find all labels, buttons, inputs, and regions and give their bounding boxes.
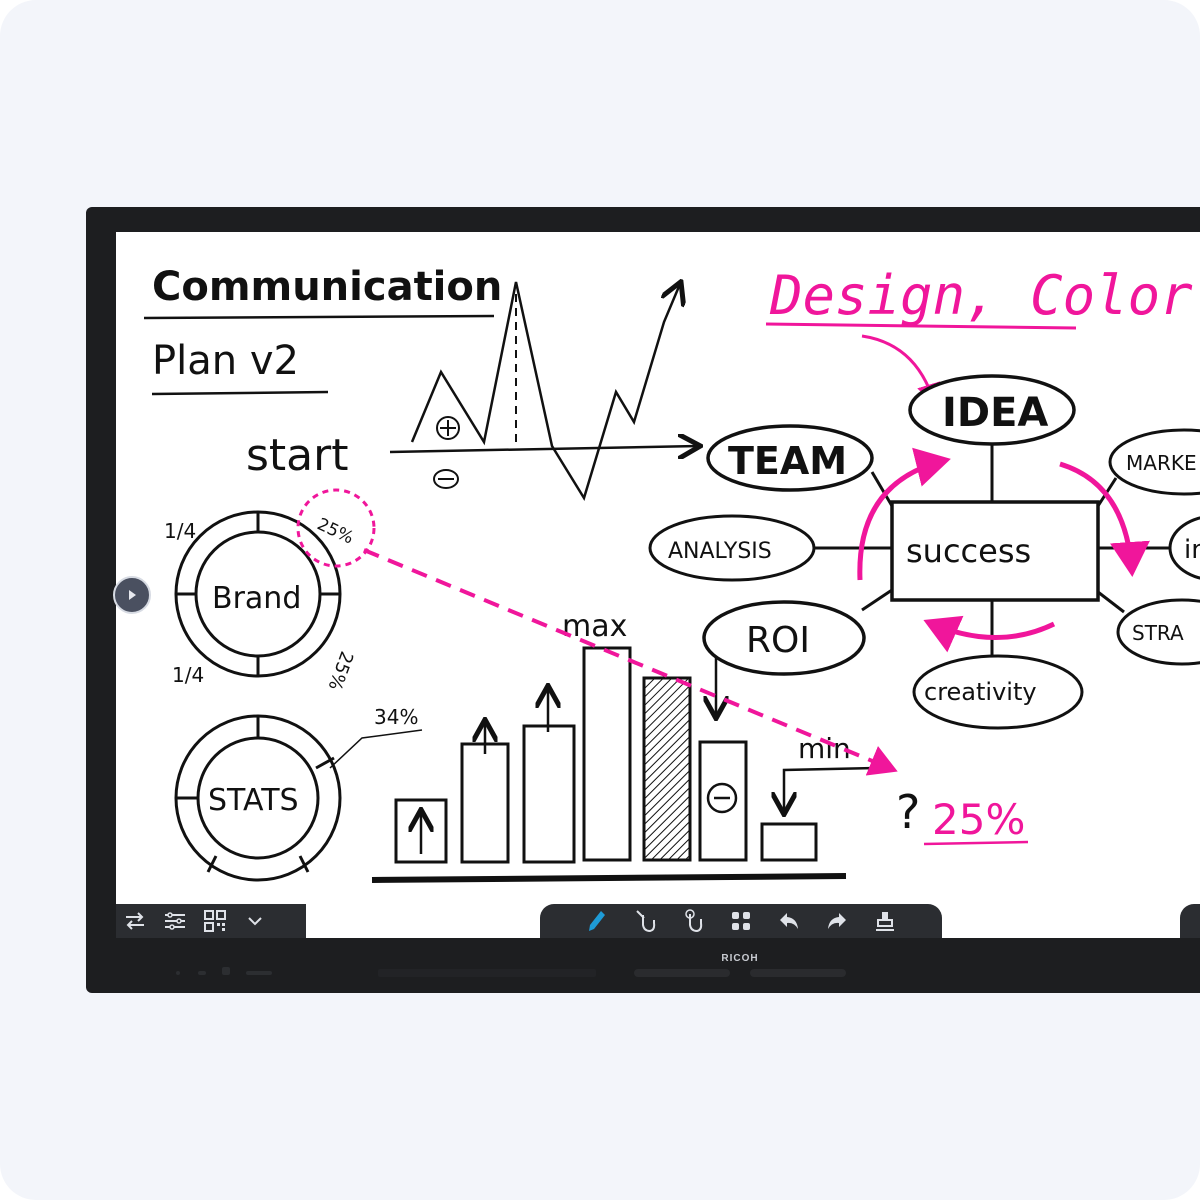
- pink-cycle-arrow-3: [923, 615, 1056, 653]
- bar-min-label: min: [798, 732, 851, 765]
- stats-seg-5: [315, 756, 335, 770]
- bar-baseline: [371, 873, 847, 883]
- pink-heading: Design, Color: [769, 264, 1193, 327]
- sliders-icon[interactable]: [164, 910, 186, 932]
- start-label: start: [246, 430, 348, 481]
- touch-hand-icon[interactable]: [682, 909, 704, 933]
- node-in-label: in: [1184, 535, 1200, 565]
- question-mark: ?: [896, 785, 920, 839]
- brand-percent-rotated: 25%: [324, 648, 357, 693]
- device-brand-logo: RICOH: [721, 953, 759, 964]
- right-toolbar: [1180, 904, 1200, 938]
- brand-fraction-top: 1/4: [164, 519, 196, 543]
- brand-percent-top: 25%: [314, 514, 357, 548]
- graph-axis: [389, 446, 698, 452]
- center-toolbar: [540, 904, 942, 938]
- title-underline-2: [151, 390, 329, 396]
- title-line-1: Communication: [152, 264, 502, 310]
- brand-label: Brand: [212, 581, 301, 616]
- pink-trend-line: [363, 548, 898, 776]
- node-in: [1168, 516, 1200, 580]
- node-stra: [1116, 598, 1200, 666]
- swap-arrows-icon[interactable]: [124, 910, 146, 932]
- link-roi: [861, 588, 893, 612]
- node-stra-label: STRA: [1132, 621, 1184, 645]
- bar-max-label: max: [562, 609, 627, 644]
- pink-heading-underline: [765, 322, 1077, 330]
- bar-7: [760, 822, 818, 862]
- node-team-label: TEAM: [728, 439, 847, 483]
- link-team: [870, 471, 894, 507]
- bar-4: [582, 646, 632, 862]
- stats-seg-3: [206, 855, 218, 873]
- redo-icon[interactable]: [826, 910, 848, 932]
- bar-7-arrow: [784, 766, 877, 812]
- undo-icon[interactable]: [778, 910, 800, 932]
- pink-percent-underline: [923, 840, 1029, 846]
- whiteboard-canvas[interactable]: Communication Plan v2 start Brand 1/4 1/…: [116, 232, 1200, 938]
- pink-dashed-circle: [296, 488, 376, 568]
- node-idea-label: IDEA: [942, 390, 1048, 436]
- bar-6-minus-circle: [706, 782, 738, 814]
- minus-circle: [433, 469, 459, 489]
- qr-code-icon[interactable]: [204, 910, 226, 932]
- node-marke: [1108, 428, 1200, 496]
- node-analysis: [648, 514, 816, 582]
- node-analysis-label: ANALYSIS: [668, 539, 772, 564]
- whiteboard-drawing: Communication Plan v2 start Brand 1/4 1/…: [143, 264, 1200, 883]
- stats-seg-4: [298, 855, 310, 873]
- graph-line: [410, 282, 680, 502]
- pink-cycle-arrow-2: [1059, 461, 1150, 577]
- select-hand-icon[interactable]: [634, 910, 656, 933]
- node-roi: [702, 600, 866, 676]
- left-toolbar: [116, 904, 306, 938]
- pen-icon[interactable]: [586, 910, 608, 932]
- chevron-down-icon[interactable]: [244, 910, 266, 932]
- brand-fraction-bottom: 1/4: [172, 663, 204, 687]
- link-stra: [1097, 590, 1125, 614]
- success-label: success: [906, 532, 1031, 570]
- bar-2: [460, 742, 510, 864]
- bar-6: [698, 740, 748, 862]
- pink-percent: 25%: [932, 795, 1025, 844]
- stats-callout-line: [329, 729, 423, 769]
- title-line-2: Plan v2: [152, 338, 299, 384]
- bar-1: [394, 798, 448, 864]
- node-roi-label: ROI: [746, 620, 810, 661]
- node-idea: [908, 374, 1076, 446]
- eraser-icon[interactable]: [874, 910, 896, 932]
- title-underline-1: [143, 314, 495, 320]
- play-icon: [129, 590, 136, 600]
- side-panel-toggle[interactable]: [113, 576, 151, 614]
- node-creativity-label: creativity: [924, 678, 1037, 706]
- pink-cycle-arrow-1: [857, 447, 951, 581]
- stats-callout: 34%: [374, 705, 418, 729]
- node-marke-label: MARKE: [1126, 451, 1197, 475]
- bar-3: [522, 724, 576, 864]
- node-team: [706, 424, 874, 492]
- bar-5-hatched: [642, 676, 692, 862]
- stats-label: STATS: [208, 783, 299, 818]
- success-box: [890, 500, 1100, 602]
- node-creativity: [912, 654, 1084, 730]
- apps-grid-icon[interactable]: [730, 910, 752, 932]
- plus-circle: [436, 416, 460, 440]
